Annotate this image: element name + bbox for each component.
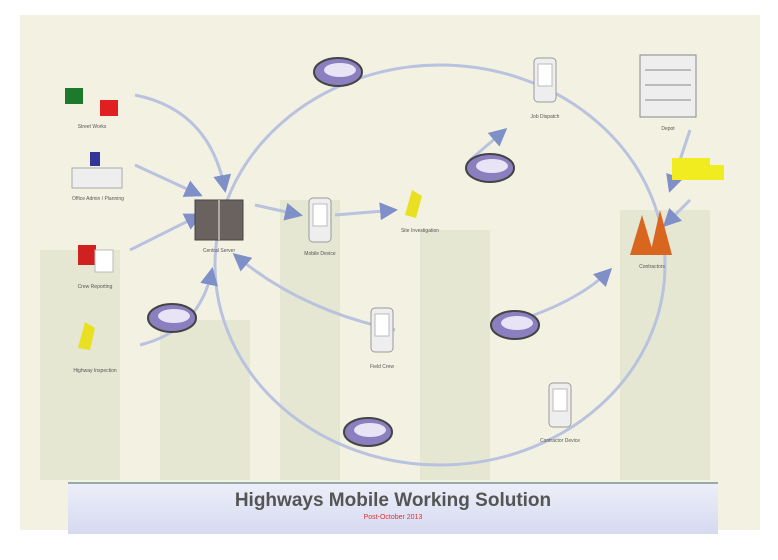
diagram-title: Highways Mobile Working Solution — [234, 490, 552, 511]
city-skyline — [40, 200, 710, 480]
server-icon — [194, 199, 244, 241]
mobile-device-icon — [533, 57, 557, 103]
network-cloud-icon — [147, 303, 197, 333]
network-cloud-icon — [465, 153, 515, 183]
label-server: Central Server — [203, 248, 236, 254]
label-device-c: Field Crew — [370, 364, 394, 370]
label-street-works: Street Works — [78, 124, 107, 130]
crew-reporting-icon — [78, 245, 114, 273]
label-office: Office Admin / Planning — [72, 196, 124, 202]
truck-icon — [672, 158, 724, 180]
network-cloud-icon — [490, 310, 540, 340]
label-device-b: Job Dispatch — [531, 114, 560, 120]
mobile-device-icon — [370, 307, 394, 353]
mobile-device-icon — [308, 197, 332, 243]
diagram-subtitle: Post-October 2013 — [363, 514, 423, 521]
label-crew: Crew Reporting — [78, 284, 113, 290]
label-inspection: Highway Inspection — [73, 368, 117, 374]
label-device-a: Mobile Device — [304, 251, 336, 257]
street-works-icon — [65, 88, 118, 116]
site-investigator-icon — [405, 190, 422, 218]
label-contractors: Contractors — [639, 264, 665, 270]
title-banner: Highways Mobile Working Solution Post-Oc… — [68, 482, 718, 534]
network-cloud-icon — [313, 57, 363, 87]
traffic-cones-icon — [630, 210, 672, 255]
office-icon — [71, 152, 123, 189]
network-cloud-icon — [343, 417, 393, 447]
label-inspector: Site Investigation — [401, 228, 439, 234]
mobile-device-icon — [548, 382, 572, 428]
label-device-d: Contractor Device — [540, 438, 580, 444]
inspector-figure-icon — [78, 322, 95, 350]
depot-building-icon — [639, 54, 697, 118]
label-depot: Depot — [661, 126, 675, 132]
